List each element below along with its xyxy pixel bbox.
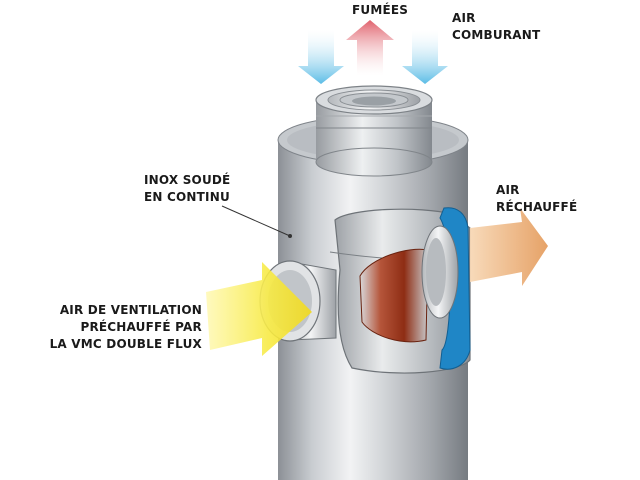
inox-pointer-line xyxy=(221,205,291,237)
air-ventilation-line-3: LA VMC DOUBLE FLUX xyxy=(49,337,202,351)
air-ventilation-line-2: PRÉCHAUFFÉ PAR xyxy=(80,320,202,334)
air-rechauffe-line-2: RÉCHAUFFÉ xyxy=(496,200,578,214)
cold-air-arrow-right xyxy=(402,30,448,84)
air-comburant-line-1: AIR xyxy=(452,11,476,25)
ventilation-arrow xyxy=(206,262,312,356)
air-ventilation-label: AIR DE VENTILATION PRÉCHAUFFÉ PAR LA VMC… xyxy=(50,302,202,353)
air-comburant-label: AIR COMBURANT xyxy=(452,10,540,44)
flue-collar xyxy=(315,85,433,177)
air-comburant-arrows xyxy=(298,30,448,84)
inox-line-1: INOX SOUDÉ xyxy=(144,173,231,187)
warm-air-arrow xyxy=(470,208,548,286)
air-rechauffe-label: AIR RÉCHAUFFÉ xyxy=(496,182,577,216)
inox-label: INOX SOUDÉ EN CONTINU xyxy=(144,172,230,206)
hot-core xyxy=(359,248,429,343)
air-rechauffe-line-1: AIR xyxy=(496,183,520,197)
air-comburant-line-2: COMBURANT xyxy=(452,28,541,42)
fumes-arrow xyxy=(346,20,394,76)
inox-line-2: EN CONTINU xyxy=(144,190,230,204)
air-ventilation-line-1: AIR DE VENTILATION xyxy=(59,303,202,317)
cold-air-arrow-left xyxy=(298,30,344,84)
fumees-label: FUMÉES xyxy=(352,2,408,19)
cutaway-window xyxy=(329,207,471,374)
fumees-text: FUMÉES xyxy=(352,3,409,17)
